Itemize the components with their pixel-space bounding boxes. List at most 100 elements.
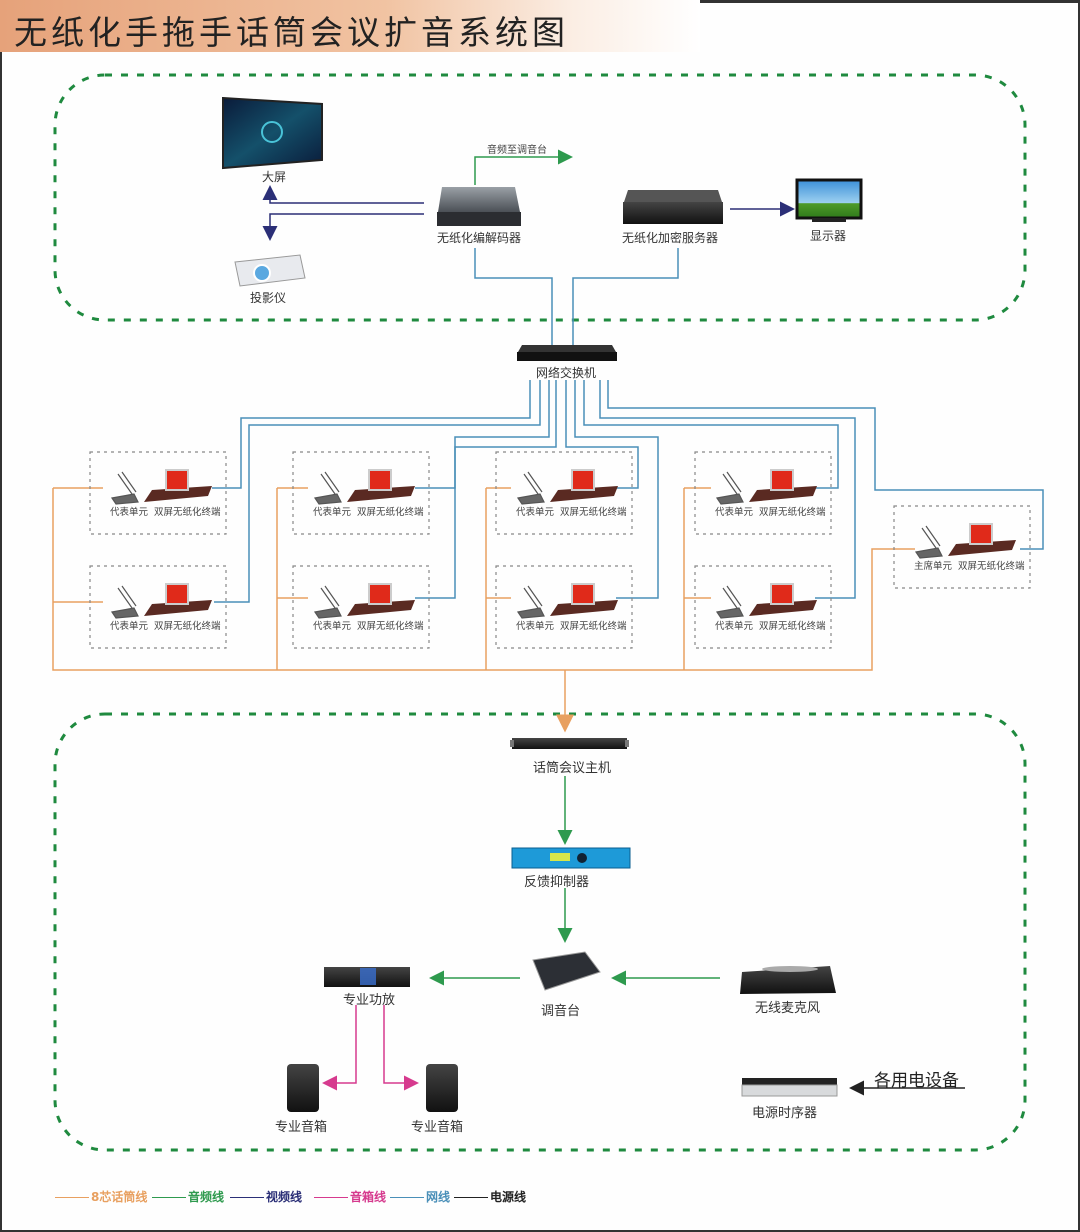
desk-icon [948, 540, 1016, 556]
paperless-terminal-icon [165, 469, 189, 491]
unit-box-border [292, 451, 430, 535]
audio-out-line [474, 149, 573, 185]
mic-unit-label: 代表单元 [715, 621, 754, 632]
legend-item-power-line: 电源线 [454, 1188, 526, 1205]
unit-box-border [893, 505, 1031, 589]
speaker-left-image [287, 1064, 319, 1112]
unit-box-border [89, 451, 227, 535]
mic-unit-label: 主席单元 [914, 561, 953, 572]
desk-icon [749, 600, 817, 616]
paperless-terminal-icon [770, 583, 794, 605]
wireless-mic-label: 无线麦克风 [755, 1001, 821, 1016]
mixer-label: 调音台 [541, 1004, 581, 1019]
power-sequencer-label: 电源时序器 [752, 1106, 818, 1121]
mic-unit-label: 代表单元 [516, 621, 555, 632]
projector-label: 投影仪 [250, 291, 287, 305]
microphone-unit-icon [110, 471, 139, 505]
terminal-label: 双屏无纸化终端 [560, 507, 627, 518]
video-lines [262, 185, 795, 241]
mic-unit-label: 代表单元 [313, 507, 352, 518]
title-bar: 无纸化手拖手话筒会议扩音系统图 [0, 0, 700, 52]
microphone-unit-icon [715, 471, 744, 505]
legend-item-mic-line: 8芯话筒线 [55, 1188, 147, 1205]
feedback-suppressor-image [511, 847, 631, 869]
unit-group [89, 451, 1031, 649]
wireless-mic-image [740, 966, 836, 994]
mixer-image [532, 951, 601, 991]
mic-lines [52, 487, 915, 733]
conference-host-label: 话筒会议主机 [533, 761, 612, 776]
speaker-left-label: 专业音箱 [275, 1120, 328, 1135]
microphone-unit-icon [516, 585, 545, 619]
unit-box-border [694, 451, 832, 535]
big-screen-label: 大屏 [262, 170, 287, 184]
mic-unit-label: 代表单元 [313, 621, 352, 632]
mic-unit-label: 代表单元 [110, 621, 149, 632]
decoder-label: 无纸化编解码器 [437, 231, 522, 245]
legend-item-audio-line: 音频线 [152, 1188, 224, 1205]
legend-label: 电源线 [490, 1190, 527, 1204]
monitor-image [795, 178, 863, 222]
unit-box-border [292, 565, 430, 649]
speaker-right-image [426, 1064, 458, 1112]
legend-item-video-line: 视频线 [230, 1188, 302, 1205]
legend-label: 视频线 [266, 1190, 303, 1204]
desk-icon [550, 600, 618, 616]
big-screen-image [222, 96, 323, 170]
top-zone-border [53, 73, 1027, 322]
microphone-unit-icon [313, 471, 342, 505]
unit-box-border [495, 451, 633, 535]
legend-swatch [390, 1197, 424, 1198]
microphone-unit-icon [715, 585, 744, 619]
terminal-label: 双屏无纸化终端 [357, 507, 424, 518]
decoder-image [437, 187, 521, 226]
server-label: 无纸化加密服务器 [622, 231, 719, 245]
paperless-terminal-icon [165, 583, 189, 605]
switch-label: 网络交换机 [536, 366, 597, 380]
mic-unit-label: 代表单元 [715, 507, 754, 518]
projector-image [234, 254, 306, 287]
page-title: 无纸化手拖手话筒会议扩音系统图 [14, 13, 569, 52]
legend-label: 8芯话筒线 [91, 1190, 148, 1204]
terminal-label: 双屏无纸化终端 [560, 621, 627, 632]
paperless-terminal-icon [770, 469, 794, 491]
legend-swatch [454, 1197, 488, 1198]
legend-swatch [152, 1197, 186, 1198]
mic-unit-label: 代表单元 [516, 507, 555, 518]
terminal-label: 双屏无纸化终端 [357, 621, 424, 632]
legend-swatch [55, 1197, 89, 1198]
terminal-label: 双屏无纸化终端 [759, 507, 826, 518]
terminal-label: 双屏无纸化终端 [958, 561, 1025, 572]
audio-to-mixer-label: 音频至调音台 [487, 145, 547, 156]
desk-icon [144, 486, 212, 502]
amplifier-label: 专业功放 [343, 993, 396, 1008]
speaker-lines [322, 1005, 419, 1091]
spare-power-label: 各用电设备 [874, 1071, 959, 1091]
power-sequencer-image [741, 1078, 838, 1097]
paperless-terminal-icon [368, 583, 392, 605]
legend-swatch [314, 1197, 348, 1198]
paperless-terminal-icon [571, 469, 595, 491]
server-image [623, 190, 723, 224]
legend-item-network-line: 网线 [390, 1188, 450, 1205]
terminal-label: 双屏无纸化终端 [154, 507, 221, 518]
amplifier-image [324, 967, 410, 987]
terminal-label: 双屏无纸化终端 [154, 621, 221, 632]
paperless-terminal-icon [571, 583, 595, 605]
conference-host-image [510, 738, 629, 749]
microphone-unit-icon [914, 525, 943, 559]
desk-icon [347, 486, 415, 502]
paperless-terminal-icon [969, 523, 993, 545]
desk-icon [550, 486, 618, 502]
desk-icon [347, 600, 415, 616]
legend-label: 音频线 [188, 1190, 225, 1204]
microphone-unit-icon [516, 471, 545, 505]
monitor-label: 显示器 [810, 229, 847, 243]
bottom-zone-border [53, 712, 1027, 1152]
feedback-suppressor-label: 反馈抑制器 [524, 875, 590, 890]
desk-icon [749, 486, 817, 502]
desk-icon [144, 600, 212, 616]
unit-box-border [89, 565, 227, 649]
legend-swatch [230, 1197, 264, 1198]
